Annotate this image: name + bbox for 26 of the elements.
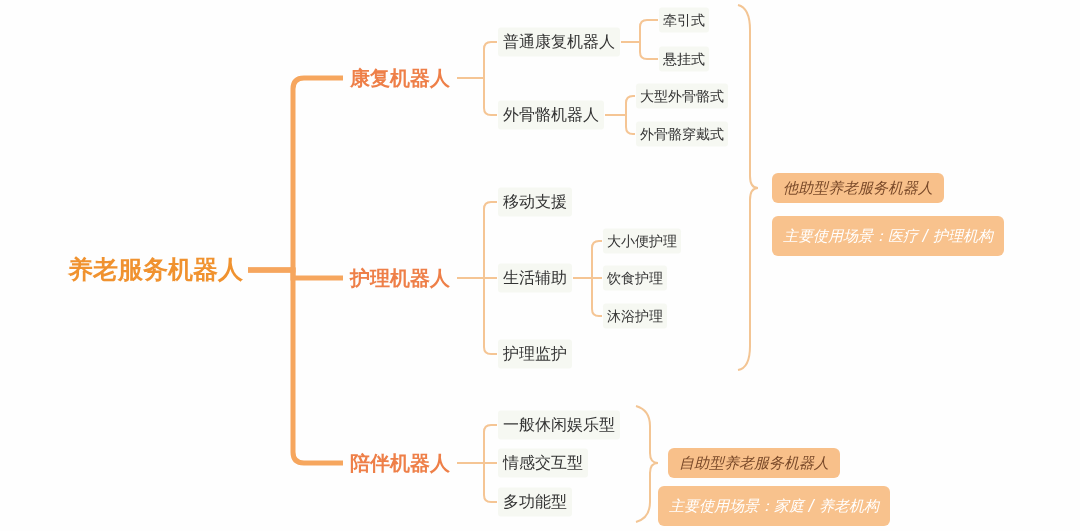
- topic-tile: 普通康复机器人: [498, 27, 620, 57]
- connector-line: [248, 267, 343, 466]
- summary-box: 他助型养老服务机器人: [772, 173, 944, 203]
- topic-tile: 生活辅助: [498, 263, 572, 293]
- branch-topic: 陪伴机器人: [344, 449, 456, 477]
- topic-tile: 情感交互型: [498, 448, 588, 478]
- branch-topic: 护理机器人: [344, 264, 456, 292]
- topic-tile: 大小便护理: [603, 228, 681, 254]
- connector-line: [604, 114, 636, 135]
- topic-tile: 悬挂式: [659, 46, 709, 72]
- branch-topic: 康复机器人: [344, 64, 456, 92]
- topic-tile: 沐浴护理: [603, 303, 667, 329]
- connector-line: [572, 277, 603, 317]
- topic-tile: 多功能型: [498, 487, 572, 517]
- topic-tile: 饮食护理: [603, 265, 667, 291]
- root-topic: 养老服务机器人: [64, 253, 247, 287]
- summary-box: 自助型养老服务机器人: [668, 448, 840, 478]
- topic-tile: 一般休闲娱乐型: [498, 410, 620, 440]
- topic-tile: 外骨骼穿戴式: [636, 121, 728, 147]
- note-box: 主要使用场景：家庭 / 养老机构: [658, 486, 890, 526]
- topic-tile: 护理监护: [498, 339, 572, 369]
- topic-tile: 大型外骨骼式: [636, 83, 728, 109]
- topic-tile: 外骨骼机器人: [498, 100, 604, 130]
- topic-tile: 牵引式: [659, 7, 709, 33]
- note-box: 主要使用场景：医疗 / 护理机构: [772, 216, 1004, 256]
- topic-tile: 移动支援: [498, 187, 572, 217]
